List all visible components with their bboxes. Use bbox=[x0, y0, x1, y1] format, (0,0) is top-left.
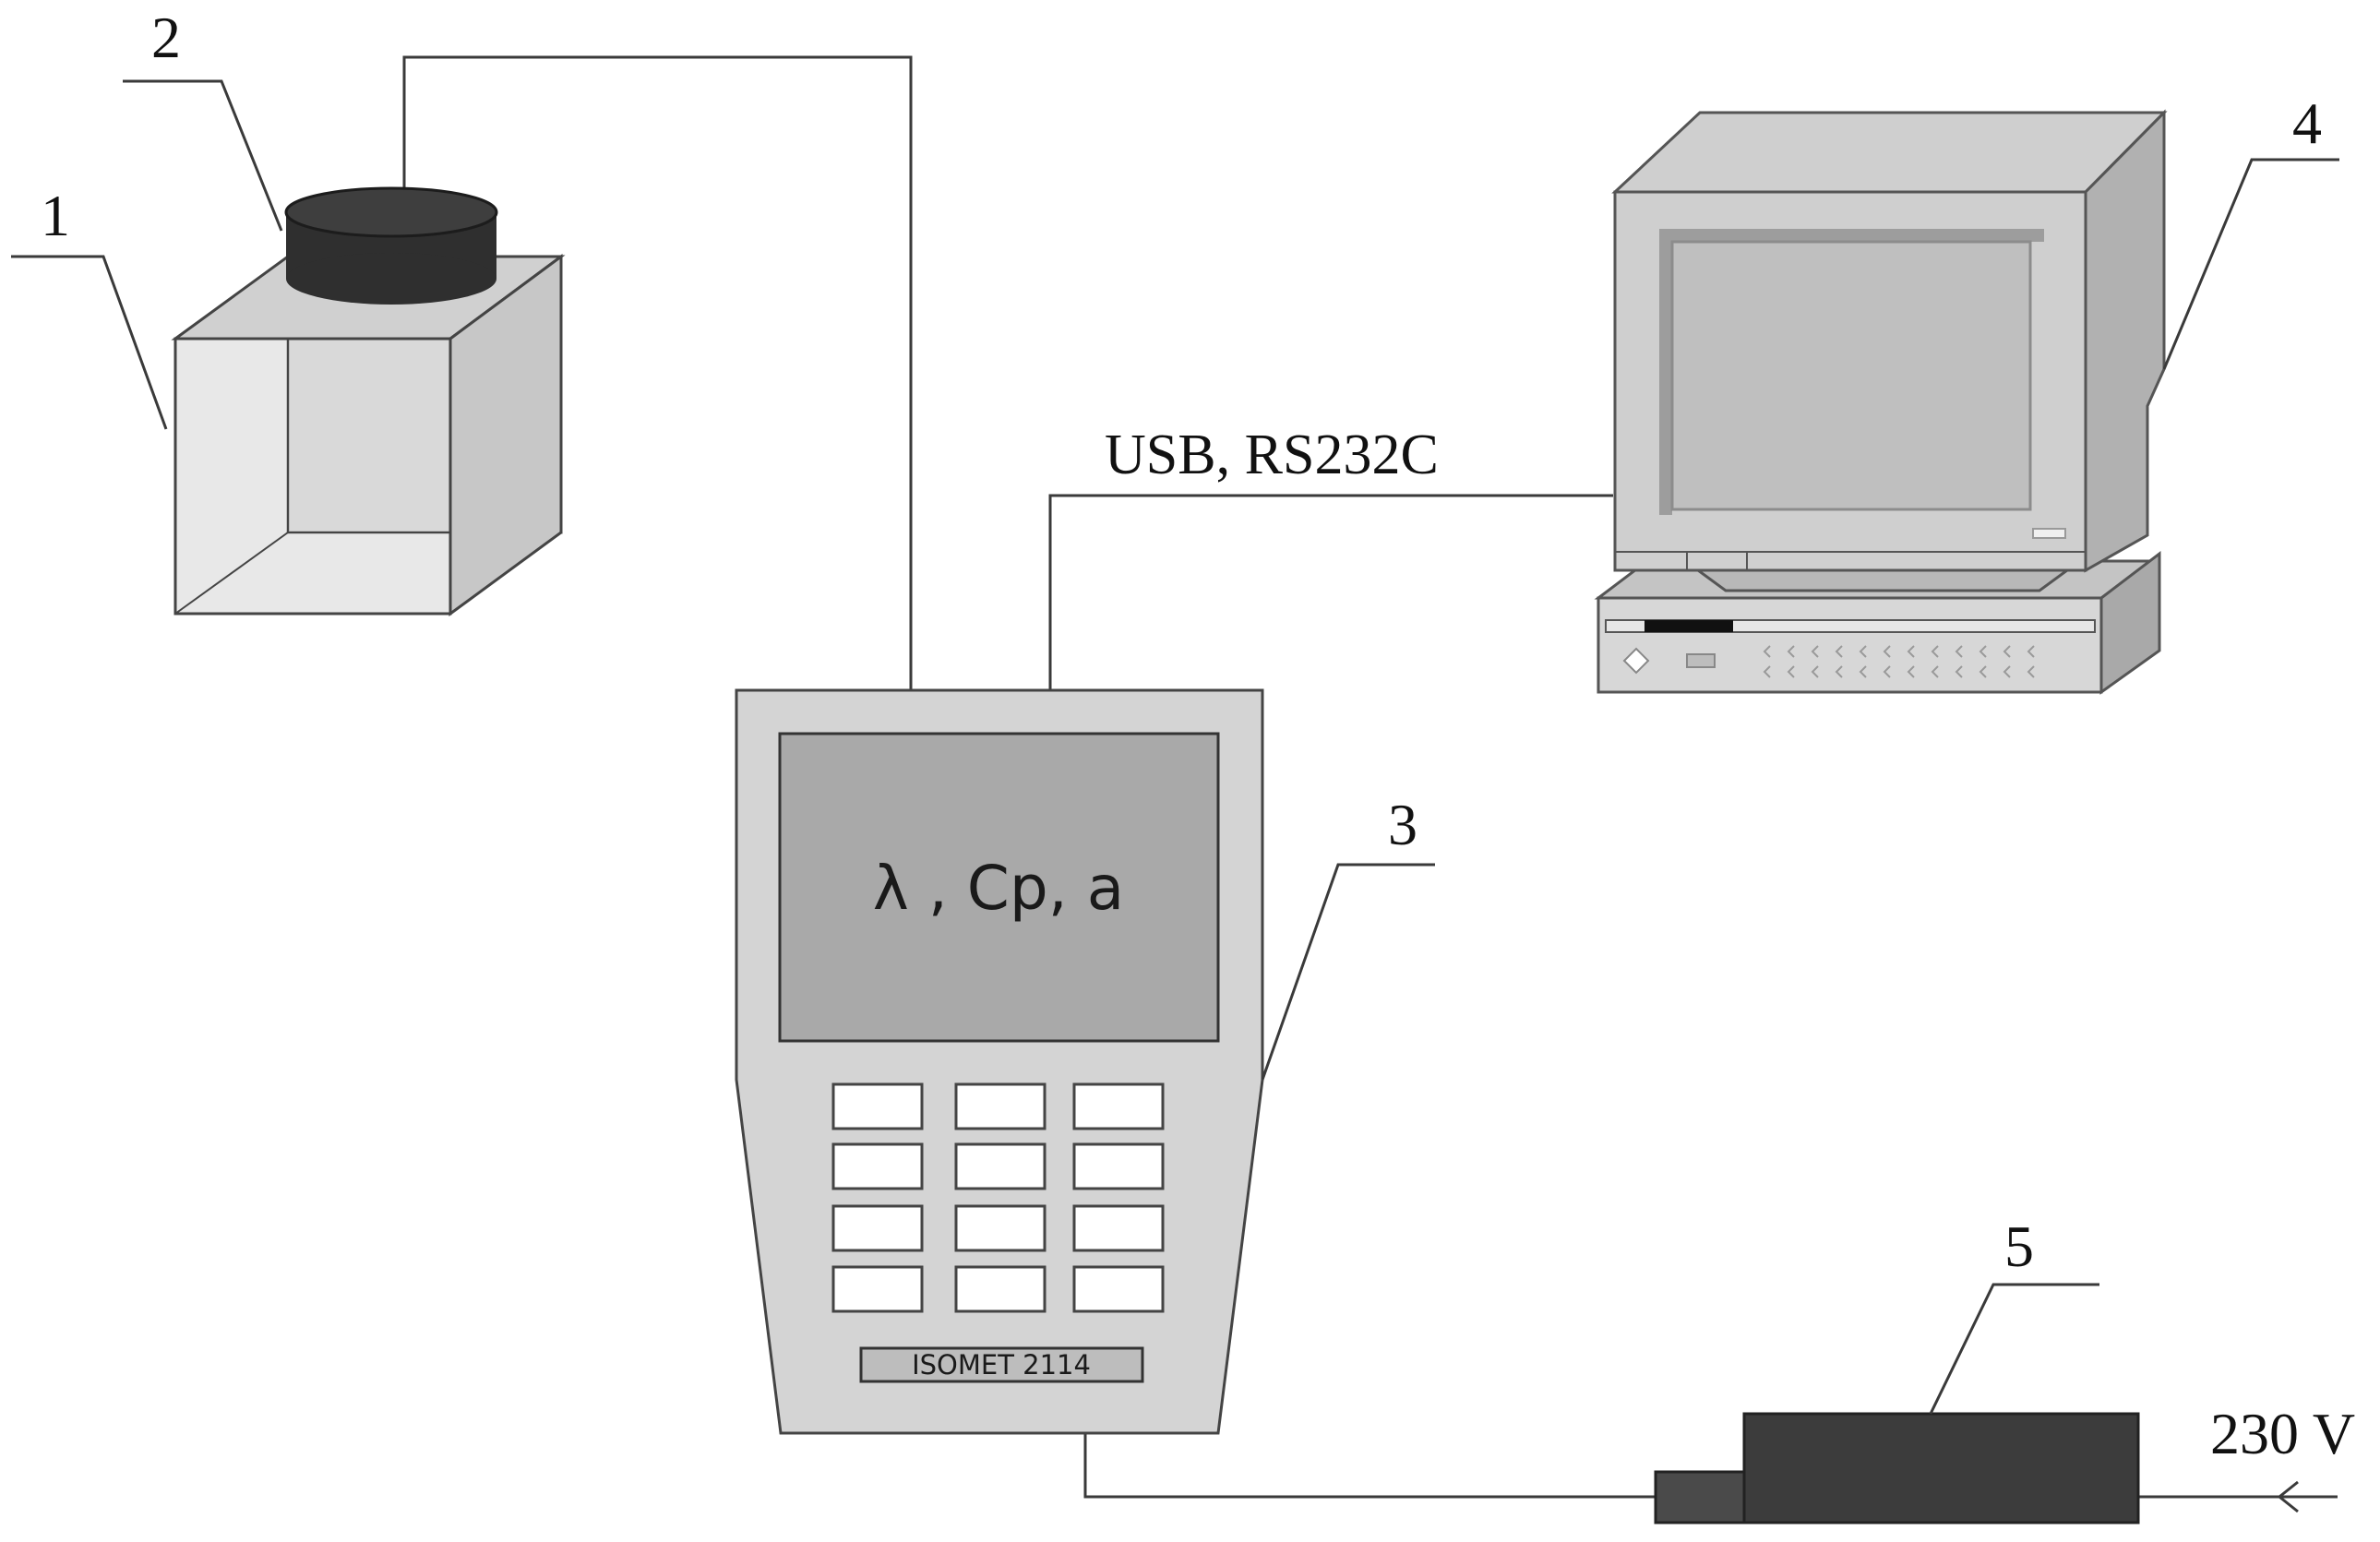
probe-bottom bbox=[286, 253, 496, 305]
case-vent-grille bbox=[1763, 645, 2035, 678]
monitor-top bbox=[1611, 111, 2168, 194]
keypad-key bbox=[1072, 1204, 1165, 1252]
keypad-key bbox=[831, 1142, 924, 1190]
callout-label-4: 4 bbox=[2292, 90, 2322, 156]
sample-container bbox=[171, 254, 566, 616]
leader-4 bbox=[2162, 158, 2339, 370]
power-label: 230 V bbox=[2210, 1401, 2355, 1466]
keypad-key bbox=[954, 1082, 1046, 1130]
computer bbox=[1594, 109, 2168, 695]
meter-keypad bbox=[831, 1082, 1165, 1313]
leader-5 bbox=[1929, 1283, 2099, 1415]
mains-arrow-icon bbox=[2277, 1480, 2299, 1513]
case-front bbox=[1597, 596, 2103, 694]
screen bbox=[1670, 240, 2032, 511]
keypad-key bbox=[1072, 1082, 1165, 1130]
monitor-side bbox=[2084, 109, 2166, 573]
callout-label-3: 3 bbox=[1388, 792, 1417, 857]
callout-leaders bbox=[11, 79, 2339, 1415]
isomet-meter: λ , Cp, a ISOMET 2114 bbox=[735, 688, 1264, 1435]
adapter-body bbox=[1742, 1412, 2140, 1524]
led-indicator bbox=[1686, 653, 1716, 668]
keypad-key bbox=[1072, 1142, 1165, 1190]
callout-label-1: 1 bbox=[41, 183, 70, 248]
leader-3 bbox=[1261, 863, 1435, 1081]
usb-cable bbox=[1048, 494, 1613, 690]
connection-label: USB, RS232C bbox=[1105, 424, 1439, 486]
model-plate bbox=[859, 1346, 1144, 1383]
keypad-key bbox=[831, 1265, 924, 1313]
probe-top bbox=[284, 186, 498, 238]
cables bbox=[402, 55, 2338, 1513]
callout-label-2: 2 bbox=[151, 5, 181, 70]
monitor-stand bbox=[1693, 568, 2072, 592]
probe bbox=[284, 186, 498, 305]
keypad-key bbox=[1072, 1265, 1165, 1313]
display-readout: λ , Cp, a bbox=[873, 853, 1124, 924]
callout-label-5: 5 bbox=[2004, 1213, 2034, 1279]
keypad-key bbox=[954, 1142, 1046, 1190]
meter-display bbox=[778, 732, 1220, 1043]
model-label: ISOMET 2114 bbox=[912, 1349, 1091, 1381]
monitor-badge bbox=[2032, 528, 2066, 539]
keypad-key bbox=[954, 1265, 1046, 1313]
drive-slot bbox=[1644, 620, 1733, 632]
adapter-plug bbox=[1654, 1470, 1746, 1524]
keypad-key bbox=[831, 1204, 924, 1252]
box-front-face bbox=[173, 337, 452, 616]
keypad-key bbox=[831, 1082, 924, 1130]
leader-2 bbox=[123, 79, 283, 232]
power-cable bbox=[1083, 1433, 1656, 1499]
probe-cable bbox=[402, 55, 913, 690]
power-button-icon bbox=[1622, 647, 1650, 675]
power-adapter bbox=[1654, 1412, 2140, 1524]
box-inner-edge bbox=[174, 532, 289, 615]
leader-1 bbox=[11, 255, 168, 430]
keypad-key bbox=[954, 1204, 1046, 1252]
